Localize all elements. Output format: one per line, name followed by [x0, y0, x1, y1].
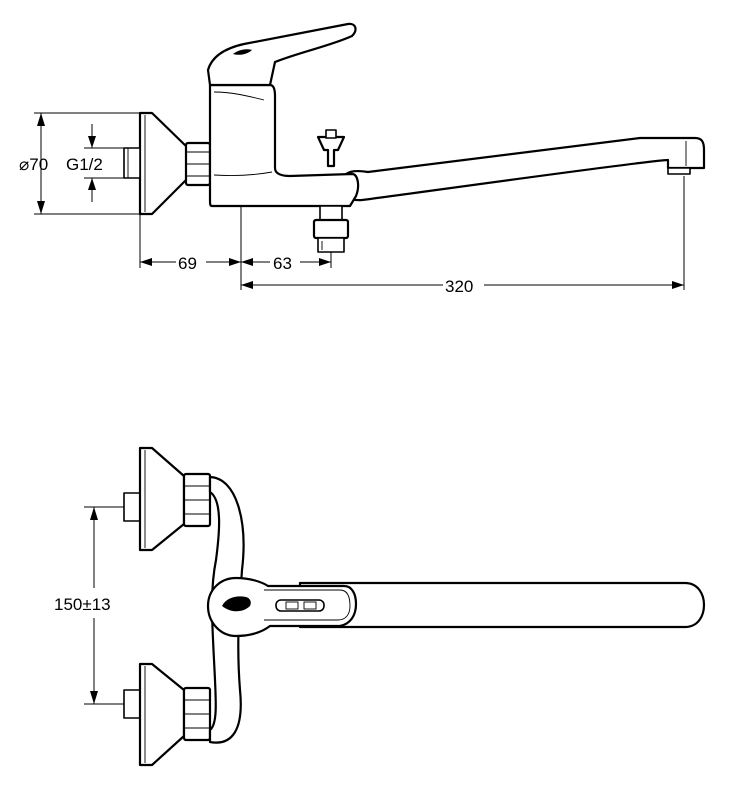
top-upper-inlet — [123, 446, 212, 552]
side-mixer-body — [208, 83, 360, 208]
dim-wall-to-body — [140, 258, 241, 266]
side-wall-flange — [138, 111, 190, 216]
dim-body-to-outlet — [241, 258, 331, 266]
side-spout — [338, 136, 706, 202]
inlet-spacing-label: 150±13 — [54, 595, 111, 614]
spout-reach-label: 320 — [445, 277, 473, 296]
wall-to-body-label: 69 — [178, 254, 197, 273]
side-inlet-stub — [123, 147, 141, 179]
thread-label: G1/2 — [66, 155, 103, 174]
side-view: ⌀70 G1/2 69 63 — [19, 22, 706, 296]
top-lever-housing — [206, 576, 358, 638]
brand-logo-mark — [222, 596, 251, 612]
dim-inlet-spacing — [84, 506, 124, 705]
side-diverter-knob — [316, 129, 346, 168]
side-lever-handle — [206, 22, 357, 87]
dim-flange-diameter — [34, 112, 140, 215]
dim-spout-reach — [241, 281, 684, 289]
top-view: 150±13 — [54, 446, 706, 767]
body-to-outlet-label: 63 — [273, 254, 292, 273]
top-spout — [298, 581, 706, 629]
side-shower-outlet — [312, 205, 350, 253]
side-hex-nut — [184, 141, 212, 187]
flange-diameter-label: ⌀70 — [19, 155, 48, 174]
dim-thread — [84, 124, 124, 202]
top-lower-inlet — [123, 662, 212, 767]
